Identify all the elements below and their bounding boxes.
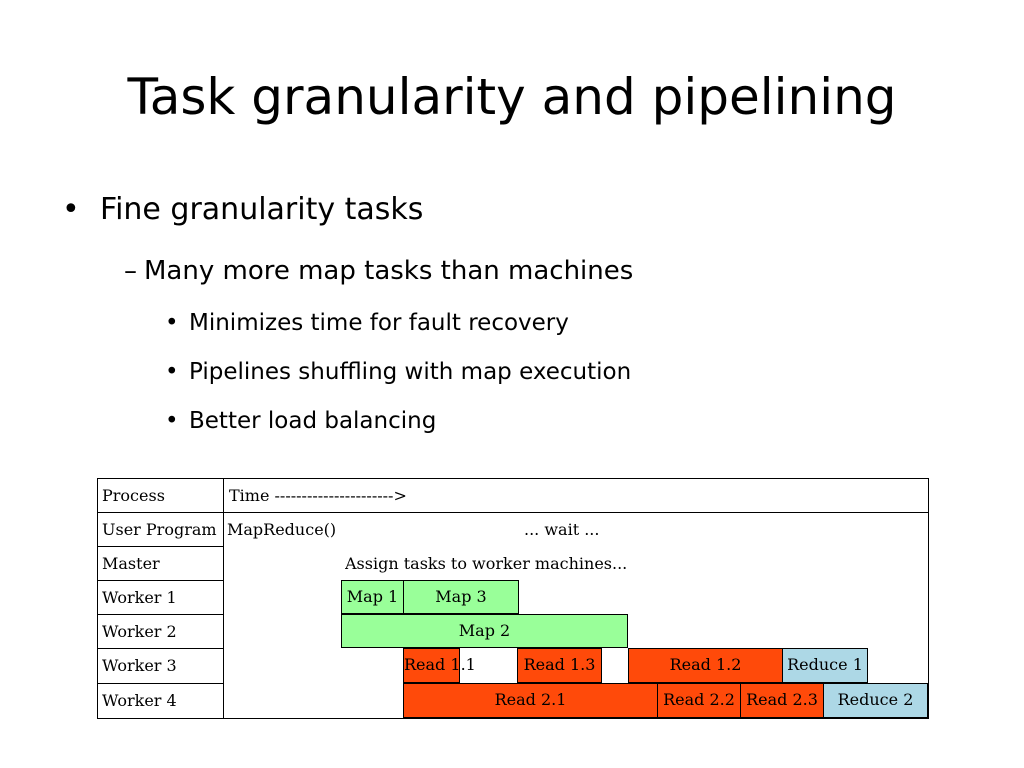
table-row-rule xyxy=(97,648,223,649)
slide-title: Task granularity and pipelining xyxy=(127,68,897,126)
table-border-left xyxy=(97,478,98,719)
header-time: Time ----------------------> xyxy=(229,486,407,505)
block-read13: Read 1.3 xyxy=(517,648,602,683)
block-map3: Map 3 xyxy=(403,580,519,614)
table-row-rule xyxy=(97,580,223,581)
table-column-rule xyxy=(223,478,224,719)
master-assign-text: Assign tasks to worker machines... xyxy=(345,554,628,573)
block-read12: Read 1.2 xyxy=(628,648,783,683)
row-label-master: Master xyxy=(102,554,160,573)
timeline-table: Map 1 Map 3 Map 2 Read 1.1 Read 1.3 Read… xyxy=(97,478,929,719)
bullet-text: Many more map tasks than machines xyxy=(144,256,634,286)
row-label-worker-2: Worker 2 xyxy=(102,622,177,641)
bullet-level3: • Minimizes time for fault recovery xyxy=(165,310,569,336)
table-row-rule xyxy=(97,546,223,547)
table-row-rule xyxy=(97,614,223,615)
row-label-worker-3: Worker 3 xyxy=(102,656,177,675)
bullet-marker: • xyxy=(165,408,179,434)
block-read11: Read 1.1 xyxy=(403,648,476,683)
block-map2: Map 2 xyxy=(341,614,628,648)
dash-marker: – xyxy=(124,256,137,286)
bullet-marker: • xyxy=(165,359,179,385)
header-process: Process xyxy=(102,486,165,505)
table-border-bottom xyxy=(97,718,929,719)
table-row-rule xyxy=(97,683,223,684)
user-program-wait: ... wait ... xyxy=(524,520,600,539)
bullet-text: Pipelines shuffling with map execution xyxy=(189,359,632,385)
row-label-worker-4: Worker 4 xyxy=(102,691,177,710)
bullet-marker: • xyxy=(62,192,80,227)
block-read21: Read 2.1 xyxy=(403,683,658,718)
table-border-top xyxy=(97,478,929,479)
bullet-level1: • Fine granularity tasks xyxy=(62,192,423,227)
table-border-right xyxy=(928,478,929,719)
bullet-level3: • Better load balancing xyxy=(165,408,436,434)
bullet-text: Better load balancing xyxy=(189,408,437,434)
block-reduce1: Reduce 1 xyxy=(782,648,868,683)
row-label-worker-1: Worker 1 xyxy=(102,588,177,607)
bullet-text: Fine granularity tasks xyxy=(100,192,424,227)
bullet-level2: –Many more map tasks than machines xyxy=(124,256,633,286)
row-label-user-program: User Program xyxy=(102,520,217,539)
bullet-marker: • xyxy=(165,310,179,336)
block-reduce2: Reduce 2 xyxy=(823,683,928,718)
table-header-rule xyxy=(97,512,929,513)
bullet-level3: • Pipelines shuffling with map execution xyxy=(165,359,631,385)
block-map1: Map 1 xyxy=(341,580,404,614)
user-program-start: MapReduce() xyxy=(227,520,337,539)
block-read23: Read 2.3 xyxy=(740,683,824,718)
block-read22: Read 2.2 xyxy=(657,683,741,718)
bullet-text: Minimizes time for fault recovery xyxy=(189,310,569,336)
